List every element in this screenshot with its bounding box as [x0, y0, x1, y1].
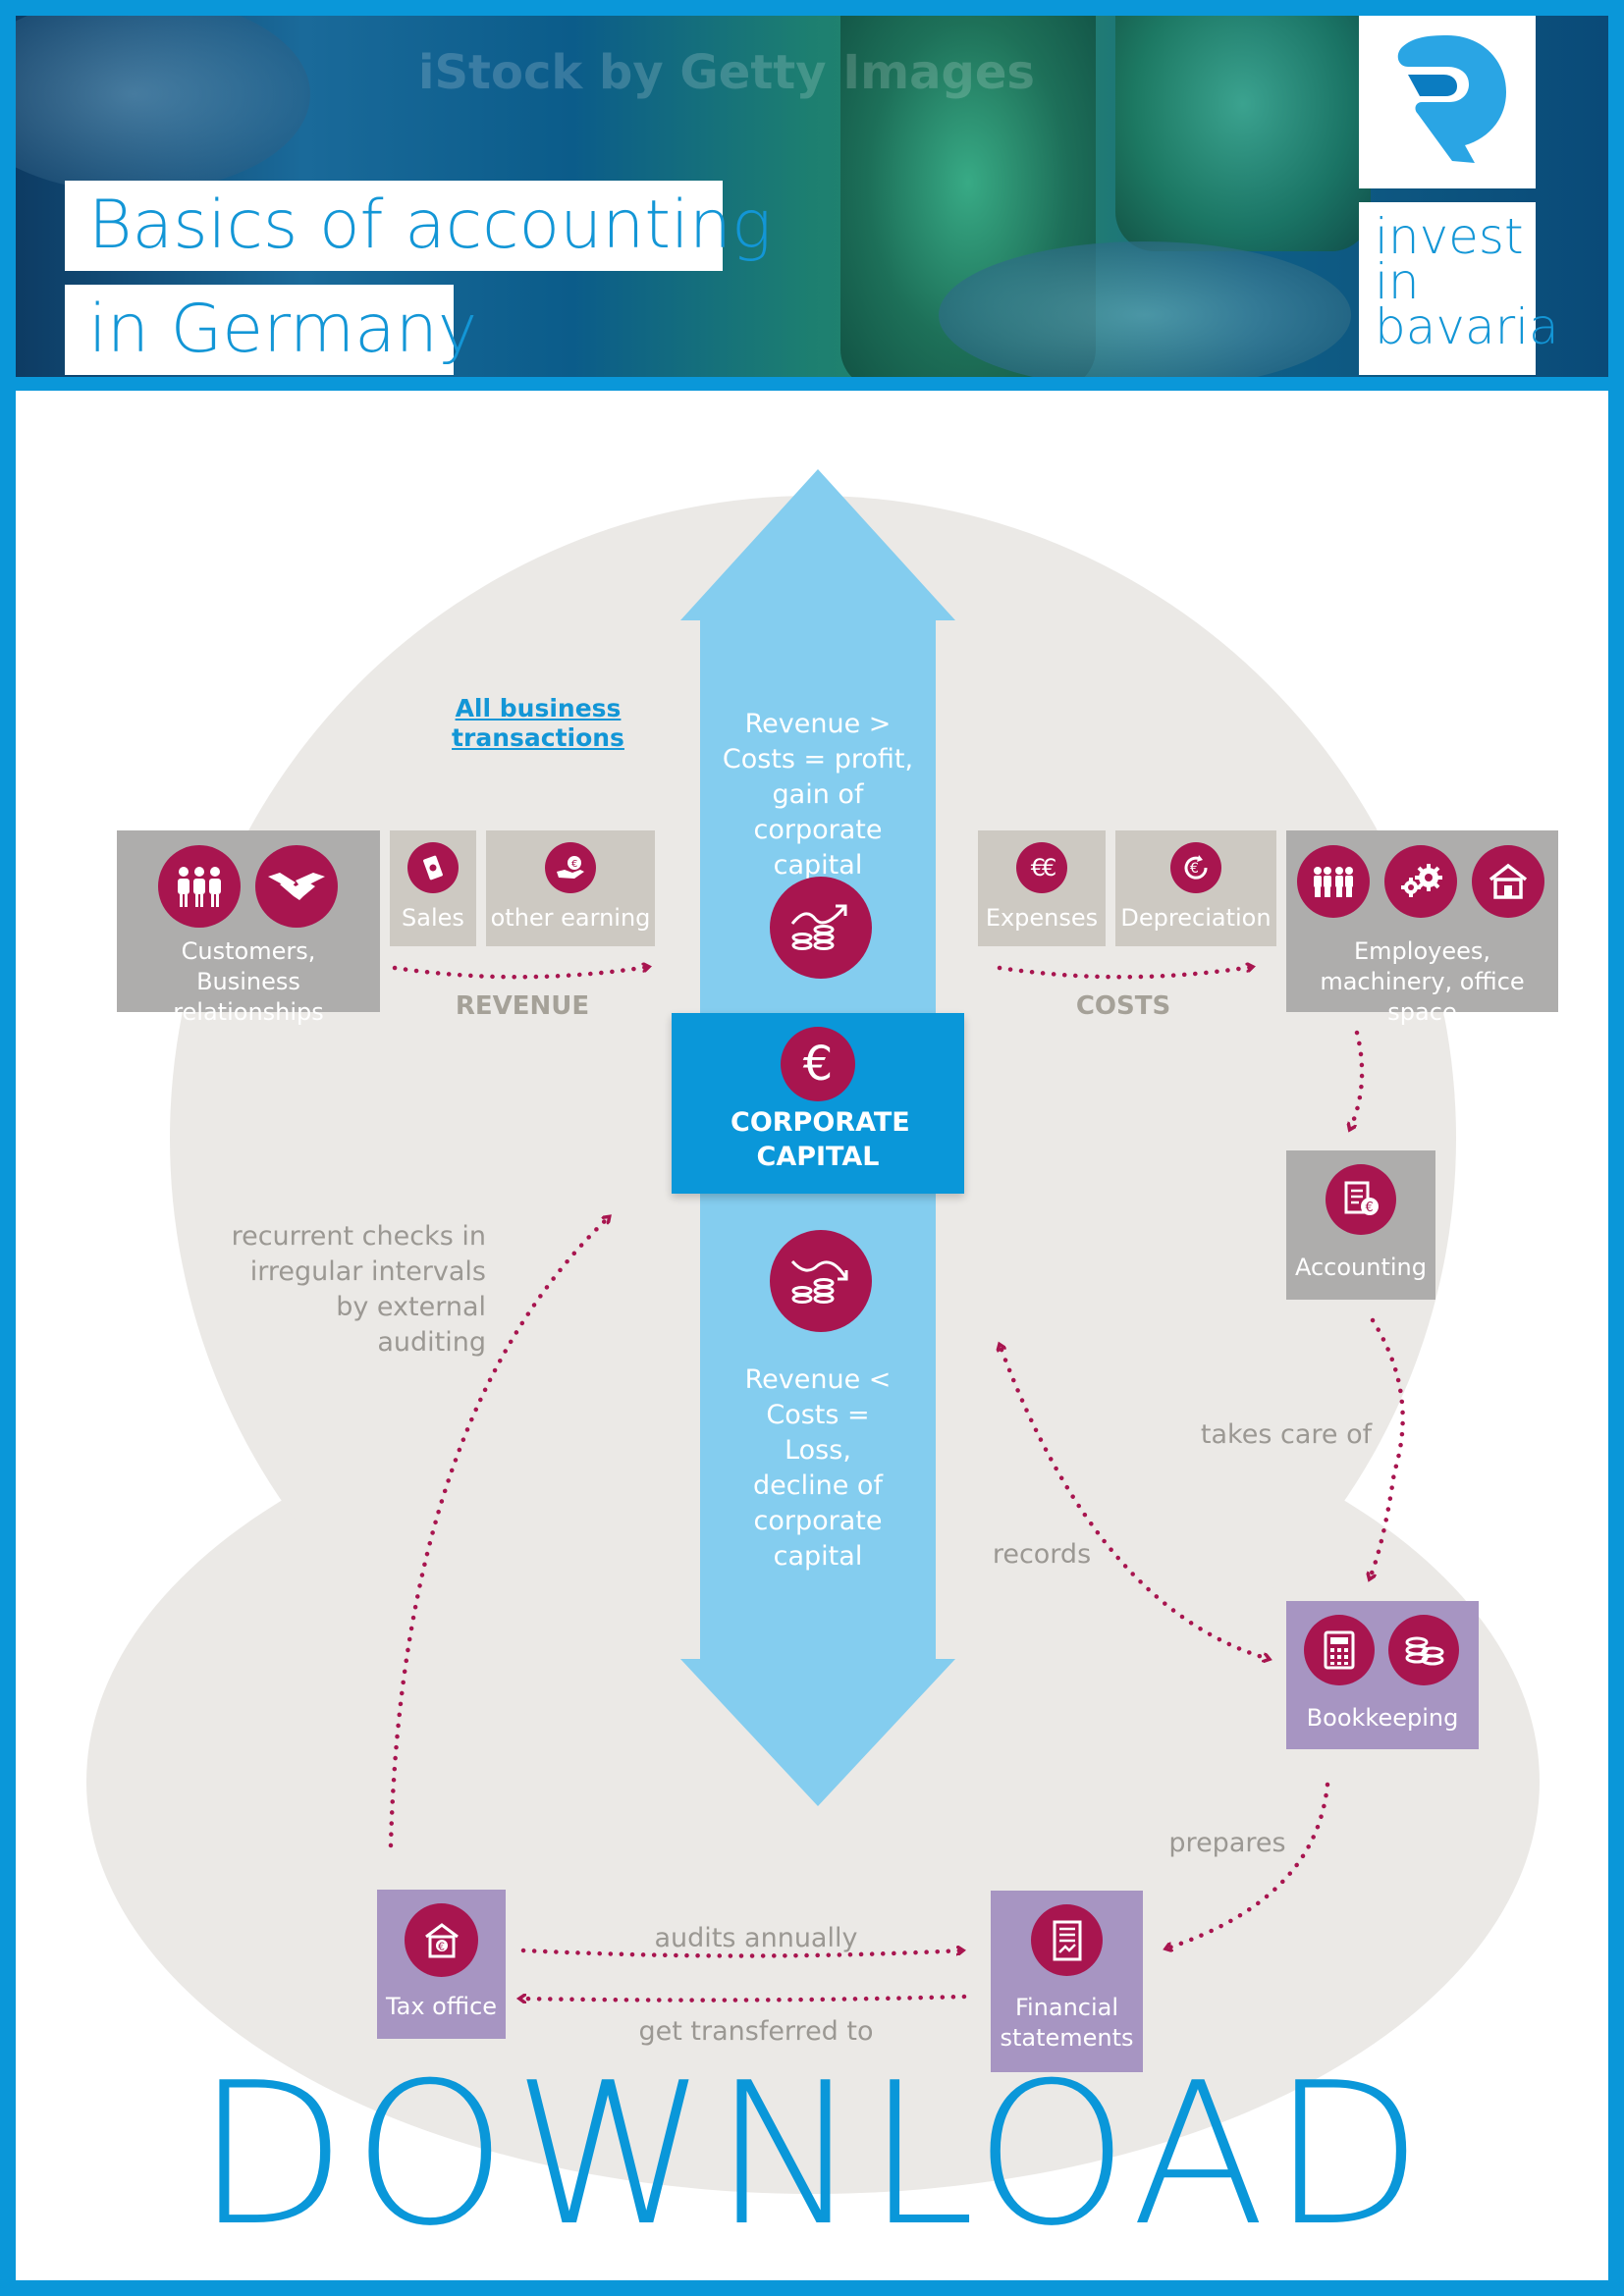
gears-icon — [1384, 845, 1457, 918]
accounting-box: € Accounting — [1286, 1150, 1435, 1300]
tax-office-box: € Tax office — [377, 1890, 506, 2039]
profit-text: Revenue > Costs = profit, gain of corpor… — [722, 709, 914, 881]
loss-text: Revenue < Costs = Loss, decline of corpo… — [744, 1364, 892, 1572]
costs-section-label: COSTS — [1075, 991, 1171, 1021]
page-title-line1: Basics of accounting — [65, 181, 772, 271]
logo-line-invest: invest — [1375, 208, 1524, 265]
euro-icon: € — [781, 1027, 855, 1101]
svg-text:€: € — [1190, 861, 1199, 877]
coin-decoration — [1115, 16, 1371, 251]
costs-arrow — [997, 967, 1252, 980]
accounting-document-icon: € — [1326, 1164, 1396, 1235]
records-label: records — [992, 1539, 1092, 1570]
other-earning-label: other earning — [490, 904, 651, 932]
accounting-to-bookkeeping-arrow — [1370, 1317, 1405, 1578]
audits-annually-label: audits annually — [654, 1923, 858, 1953]
employees-to-accounting-arrow — [1350, 1030, 1365, 1129]
invest-in-bavaria-logo-text: invest in bavaria — [1359, 202, 1559, 375]
external-auditing-label: recurrent checks in irregular intervals … — [231, 1221, 486, 1358]
revenue-arrow — [392, 967, 648, 980]
watermark-text: iStock by Getty Images — [418, 45, 1035, 100]
hand-coin-icon: € — [545, 842, 596, 893]
bookkeeping-to-statements-arrow — [1166, 1782, 1330, 1949]
sales-box: Sales — [390, 830, 476, 946]
depreciation-box: € Depreciation — [1115, 830, 1276, 946]
logo-line-bavaria: bavaria — [1375, 298, 1559, 355]
invest-in-bavaria-logo-mark — [1359, 16, 1536, 188]
handshake-icon — [255, 845, 338, 928]
office-building-icon — [1472, 845, 1544, 918]
records-arrow — [1001, 1350, 1269, 1659]
employees-label: Employees, machinery, office space — [1320, 937, 1525, 1026]
prepares-label: prepares — [1168, 1828, 1286, 1858]
sales-label: Sales — [402, 904, 464, 932]
bookkeeping-label: Bookkeeping — [1306, 1704, 1459, 1732]
accounting-label: Accounting — [1294, 1254, 1427, 1281]
tax-office-icon: € — [405, 1903, 478, 1977]
svg-text:€: € — [571, 859, 577, 870]
customers-box: Customers, Business relationships — [117, 830, 380, 1026]
expenses-box: €€ Expenses — [978, 830, 1106, 946]
header-separator — [16, 377, 1608, 391]
depreciation-label: Depreciation — [1120, 904, 1272, 932]
customers-label: Customers, Business relationships — [173, 937, 324, 1026]
bookkeeping-box: Bookkeeping — [1286, 1601, 1479, 1749]
get-transferred-arrow — [520, 1997, 967, 2001]
other-earning-box: € other earning — [486, 830, 655, 946]
page-title-line2: in Germany — [65, 285, 477, 375]
coins-falling-icon — [770, 1230, 872, 1332]
corporate-capital-box: € CORPORATE CAPITAL — [672, 1013, 964, 1194]
employees-box: Employees, machinery, office space — [1286, 830, 1558, 1026]
svg-text:€: € — [438, 1940, 445, 1952]
download-button[interactable]: DOWNLOAD — [195, 2041, 1429, 2269]
coins-stack-icon — [1388, 1615, 1459, 1685]
header-banner: iStock by Getty Images Basics of account… — [16, 16, 1608, 377]
takes-care-of-label: takes care of — [1200, 1419, 1373, 1450]
all-business-transactions-link[interactable]: All business transactions — [452, 694, 624, 752]
statement-document-icon — [1031, 1904, 1103, 1976]
financial-statements-box: Financial statements — [991, 1891, 1143, 2072]
coin-decoration — [939, 241, 1351, 377]
svg-text:€: € — [1366, 1201, 1374, 1215]
logo-line-in: in — [1375, 253, 1420, 310]
corporate-capital-label: CORPORATE CAPITAL — [731, 1107, 910, 1172]
get-transferred-label: get transferred to — [638, 2016, 874, 2047]
euro-pair-icon: €€ — [1016, 842, 1067, 893]
employees-icon — [1297, 845, 1370, 918]
audits-annually-arrow — [520, 1950, 962, 1958]
coins-rising-icon — [770, 877, 872, 979]
banknote-icon — [407, 842, 459, 893]
financial-statements-label: Financial statements — [1000, 1994, 1134, 2052]
calculator-icon — [1304, 1615, 1375, 1685]
tax-office-label: Tax office — [385, 1993, 498, 2020]
expenses-label: Expenses — [985, 904, 1099, 932]
logo-icon — [1397, 35, 1506, 163]
euro-cycle-icon: € — [1170, 842, 1221, 893]
people-icon — [158, 845, 241, 928]
revenue-section-label: REVENUE — [455, 991, 590, 1021]
external-auditing-arrow — [388, 1217, 609, 1848]
